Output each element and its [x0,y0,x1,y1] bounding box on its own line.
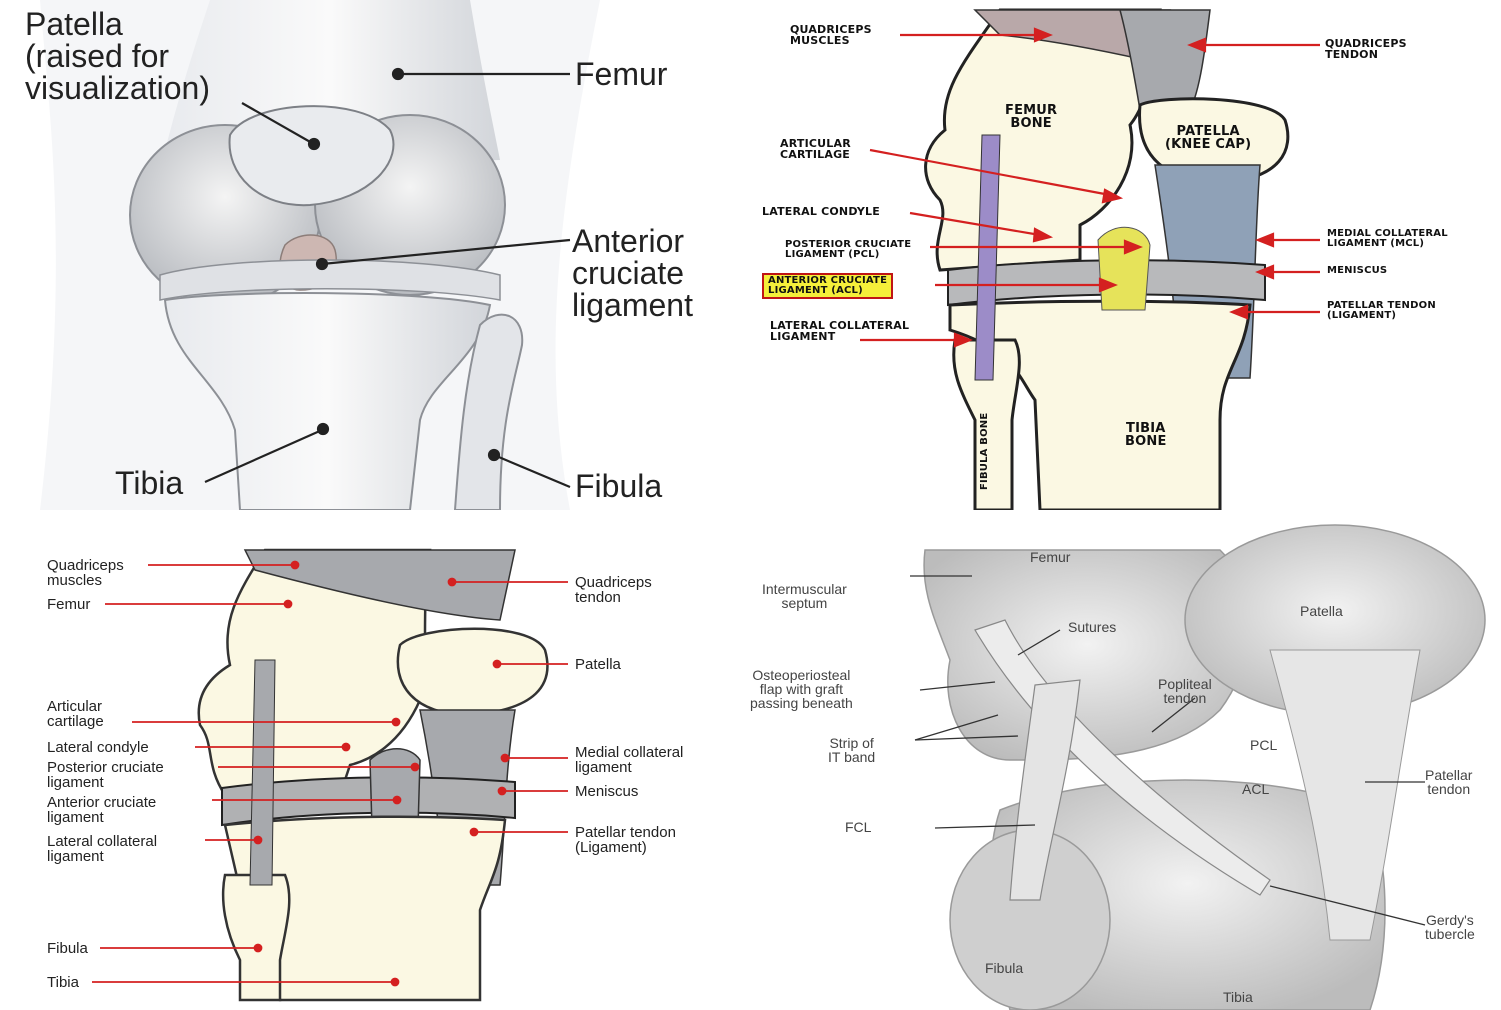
label-pcl: POSTERIOR CRUCIATE LIGAMENT (PCL) [785,240,911,260]
label-lateral-condyle: Lateral condyle [47,740,149,755]
label-patella: Patella [1300,604,1343,618]
label-fibula-bone: FIBULA BONE [980,413,990,490]
label-acl: Anterior cruciate ligament [572,225,693,321]
label-meniscus: MENISCUS [1327,266,1387,276]
label-pcl: Posterior cruciate ligament [47,760,164,790]
label-femur: Femur [1030,550,1070,564]
label-patella: Patella (raised for visualization) [25,8,210,104]
label-patellar-tendon: PATELLAR TENDON (LIGAMENT) [1327,301,1436,321]
label-femur: Femur [47,597,90,612]
label-quadriceps-tendon: QUADRICEPS TENDON [1325,38,1407,60]
panel-knee-anterior-3d: Patella (raised for visualization) Femur… [0,0,750,510]
label-acl-highlighted: ANTERIOR CRUCIATE LIGAMENT (ACL) [762,273,893,299]
label-osteoperiosteal-flap: Osteoperiosteal flap with graft passing … [750,668,853,710]
label-femur: Femur [575,58,667,90]
label-lcl: LATERAL COLLATERAL LIGAMENT [770,320,909,342]
label-mcl: MEDIAL COLLATERAL LIGAMENT (MCL) [1327,229,1448,249]
label-intermuscular-septum: Intermuscular septum [762,582,847,610]
label-acl: Anterior cruciate ligament [47,795,156,825]
label-tibia: Tibia [47,975,79,990]
label-articular-cartilage: Articular cartilage [47,699,104,729]
label-quadriceps-muscles: QUADRICEPS MUSCLES [790,24,872,46]
label-patellar-tendon: Patellar tendon (Ligament) [575,825,676,855]
label-patella: Patella [575,657,621,672]
label-tibia: Tibia [1223,990,1253,1004]
label-sutures: Sutures [1068,620,1116,634]
lcl-shape [250,660,275,885]
label-mcl: Medial collateral ligament [575,745,683,775]
label-fcl: FCL [845,820,871,834]
label-popliteal-tendon: Popliteal tendon [1158,677,1212,705]
patella-shape [398,629,548,715]
label-lateral-condyle: LATERAL CONDYLE [762,206,880,217]
panel-knee-lateral-simplified: Quadriceps muscles Femur Articular carti… [0,510,750,1010]
label-gerdys-tubercle: Gerdy's tubercle [1425,913,1475,941]
panel-knee-lateral-labeled: QUADRICEPS MUSCLES QUADRICEPS TENDON FEM… [750,0,1501,510]
label-femur-bone: FEMUR BONE [1005,104,1057,130]
label-pcl: PCL [1250,738,1277,752]
label-patella: PATELLA (KNEE CAP) [1165,125,1251,151]
label-meniscus: Meniscus [575,784,638,799]
label-lcl: Lateral collateral ligament [47,834,157,864]
label-quadriceps-tendon: Quadriceps tendon [575,575,652,605]
label-fibula: Fibula [575,470,662,502]
label-tibia-bone: TIBIA BONE [1125,422,1167,448]
label-tibia: Tibia [115,467,183,499]
label-acl: ACL [1242,782,1269,796]
panel-knee-surgical-graft: Femur Intermuscular septum Sutures Patel… [750,510,1501,1010]
label-strip-it-band: Strip of IT band [828,736,875,764]
label-fibula: Fibula [47,941,88,956]
label-quadriceps-muscles: Quadriceps muscles [47,558,124,588]
label-fibula: Fibula [985,961,1023,975]
label-patellar-tendon: Patellar tendon [1425,768,1472,796]
label-articular-cartilage: ARTICULAR CARTILAGE [780,138,851,160]
